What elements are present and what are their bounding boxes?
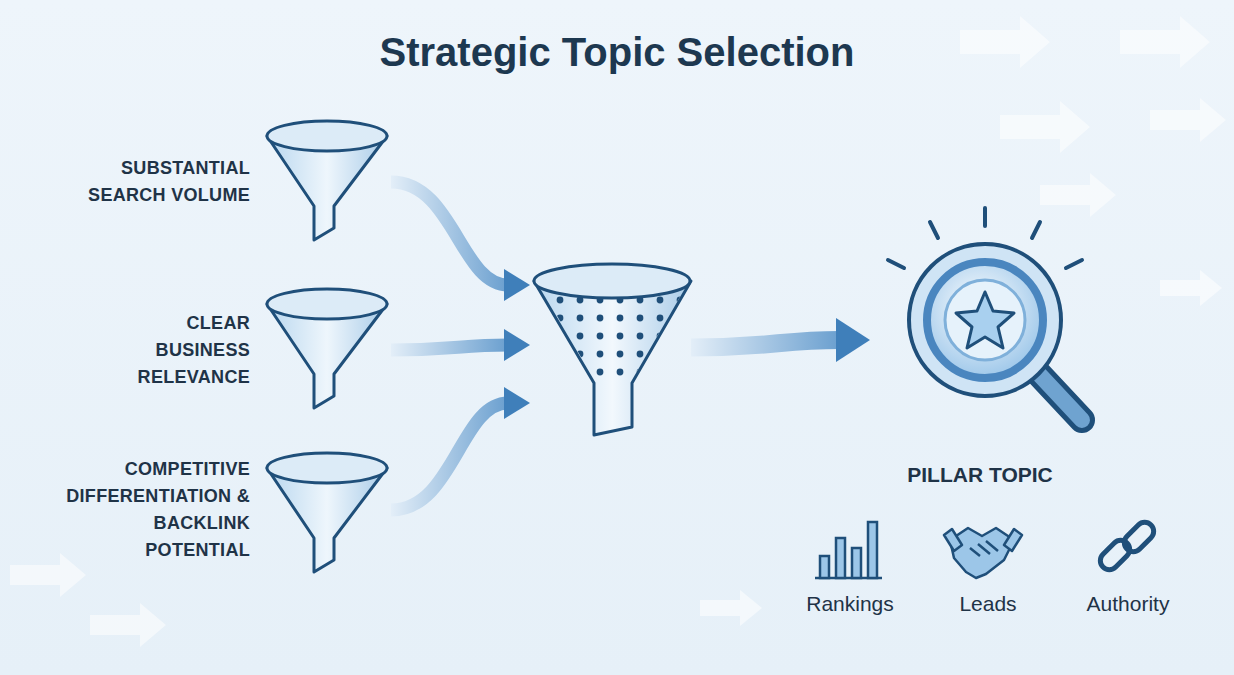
flow-arrow bbox=[691, 318, 870, 362]
magnifier-star-icon bbox=[870, 200, 1110, 450]
arrow-head bbox=[836, 318, 870, 362]
arrow-shaft bbox=[391, 182, 508, 285]
arrow-shaft bbox=[691, 340, 840, 348]
outcome-label: Authority bbox=[1043, 592, 1213, 616]
handshake-icon bbox=[944, 528, 1022, 578]
outcome-label: Leads bbox=[903, 592, 1073, 616]
arrow-head bbox=[504, 329, 530, 361]
funnel-shape bbox=[262, 114, 392, 244]
filter-funnel bbox=[530, 255, 695, 440]
outcome-label: Rankings bbox=[765, 592, 935, 616]
criteria-funnel: CLEAR BUSINESS RELEVANCE bbox=[40, 280, 395, 420]
arrow-shaft bbox=[391, 345, 508, 350]
arrow-head bbox=[504, 269, 530, 301]
bar-chart-icon bbox=[815, 522, 882, 578]
funnel-shape bbox=[262, 446, 392, 576]
arrow-shaft bbox=[391, 403, 508, 510]
criterion-label: CLEAR BUSINESS RELEVANCE bbox=[110, 310, 250, 391]
magnifier-node: PILLAR TOPIC bbox=[870, 200, 1110, 495]
diagram-title: Strategic Topic Selection bbox=[0, 30, 1234, 75]
pillar-topic-label: PILLAR TOPIC bbox=[907, 463, 1052, 487]
flow-arrow bbox=[391, 387, 530, 510]
funnel-shape bbox=[262, 282, 392, 412]
criteria-funnel: COMPETITIVE DIFFERENTIATION & BACKLINK P… bbox=[40, 440, 395, 580]
criteria-funnel: SUBSTANTIAL SEARCH VOLUME bbox=[40, 112, 395, 252]
criterion-label: SUBSTANTIAL SEARCH VOLUME bbox=[50, 155, 250, 209]
flow-arrow bbox=[391, 329, 530, 361]
criterion-label: COMPETITIVE DIFFERENTIATION & BACKLINK P… bbox=[50, 456, 250, 564]
arrow-head bbox=[504, 387, 530, 419]
filter-funnel-shape bbox=[530, 255, 695, 440]
chain-link-icon bbox=[1097, 519, 1158, 574]
flow-arrow bbox=[391, 182, 530, 301]
